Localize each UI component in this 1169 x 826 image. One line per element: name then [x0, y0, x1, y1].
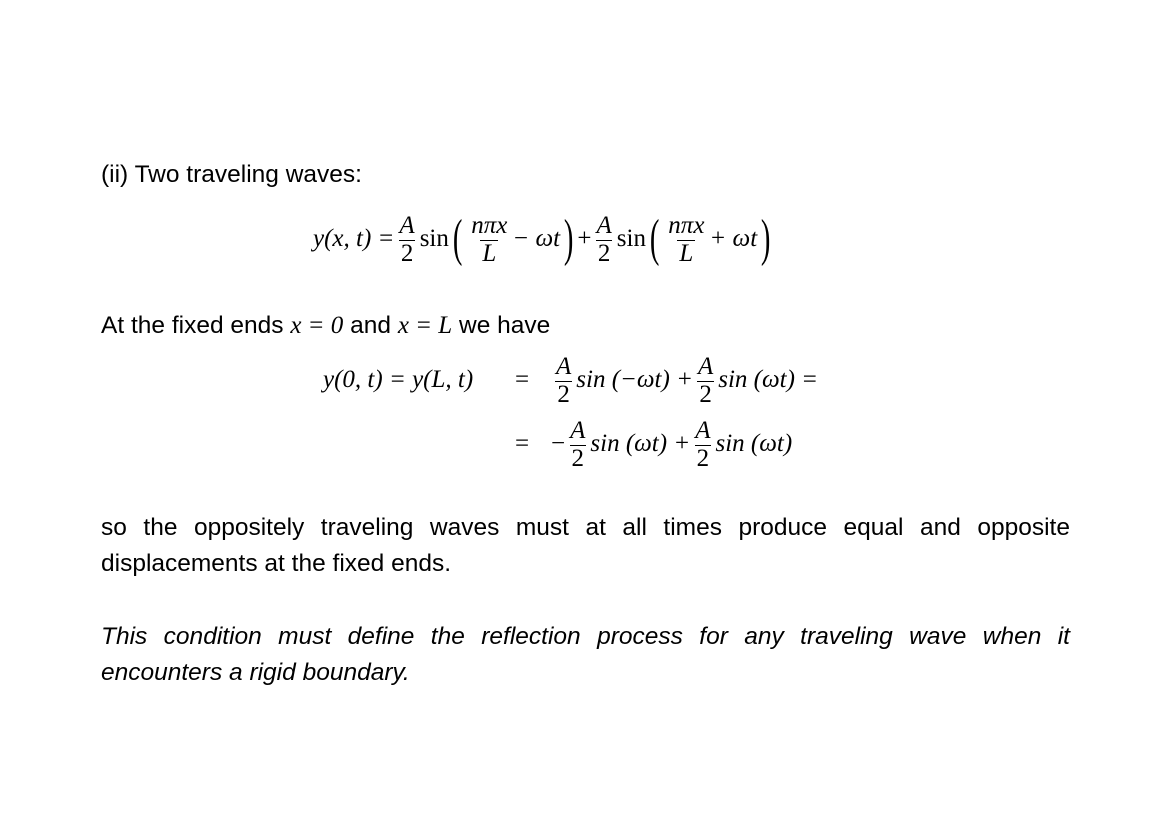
eq1-sin-2: sin — [616, 225, 646, 252]
eq1-frac-a2-2: A 2 — [595, 211, 613, 267]
eq1-plus: + — [577, 225, 592, 252]
eq1-minus-wt: − ωt — [512, 225, 561, 252]
eq1-paren-close-1: ) — [563, 210, 574, 267]
condition-x0: x = 0 — [290, 312, 344, 339]
eq2-line1-term-a: sin (−ωt) + — [576, 366, 693, 393]
paragraph-displacements: so the oppositely traveling waves must a… — [101, 514, 1070, 577]
eq2-frac-a2-4: A 2 — [694, 416, 712, 472]
eq2-frac-a2-2: A 2 — [697, 352, 714, 408]
eq2-line2-minus: − — [551, 430, 566, 457]
section-heading: (ii) Two traveling waves: — [101, 161, 362, 188]
eq1-lhs: y(x, t) = — [313, 225, 395, 252]
eq2-frac-a2-3: A 2 — [569, 416, 586, 472]
eq1-frac-a2-1: A 2 — [398, 211, 416, 267]
equation-boundary-line-2: = − A 2 sin (ωt) + A 2 sin (ωt) — [323, 410, 792, 478]
eq2-line1-term-b: sin (ωt) = — [718, 366, 819, 393]
eq1-frac-npix-1: nπx L — [471, 211, 508, 267]
eq1-paren-open-2: ( — [649, 210, 660, 267]
fixed-ends-line: At the fixed ends x = 0 and x = L we hav… — [101, 312, 551, 339]
eq1-sin-1: sin — [419, 225, 449, 252]
eq2-line2-term-b: sin (ωt) — [715, 430, 793, 457]
paragraph-reflection-condition: This condition must define the reflectio… — [101, 623, 1070, 686]
equation-traveling-waves: y(x, t) = A 2 sin ( nπx L − ωt ) + A 2 s… — [313, 204, 774, 274]
condition-xL: x = L — [397, 312, 453, 339]
eq1-paren-close-2: ) — [761, 210, 771, 267]
eq1-paren-open-1: ( — [452, 210, 463, 267]
eq2-equals-2: = — [514, 430, 530, 457]
eq2-line2-term-a: sin (ωt) + — [590, 430, 691, 457]
eq1-plus-wt: + ωt — [709, 225, 758, 252]
eq2-frac-a2-1: A 2 — [555, 352, 572, 408]
equation-boundary-line-1: y(0, t) = y(L, t) = A 2 sin (−ωt) + A 2 … — [323, 346, 818, 414]
eq1-frac-npix-2: nπx L — [668, 211, 705, 267]
eq2-equals-1: = — [514, 366, 530, 393]
eq2-lhs: y(0, t) = y(L, t) — [323, 366, 474, 393]
